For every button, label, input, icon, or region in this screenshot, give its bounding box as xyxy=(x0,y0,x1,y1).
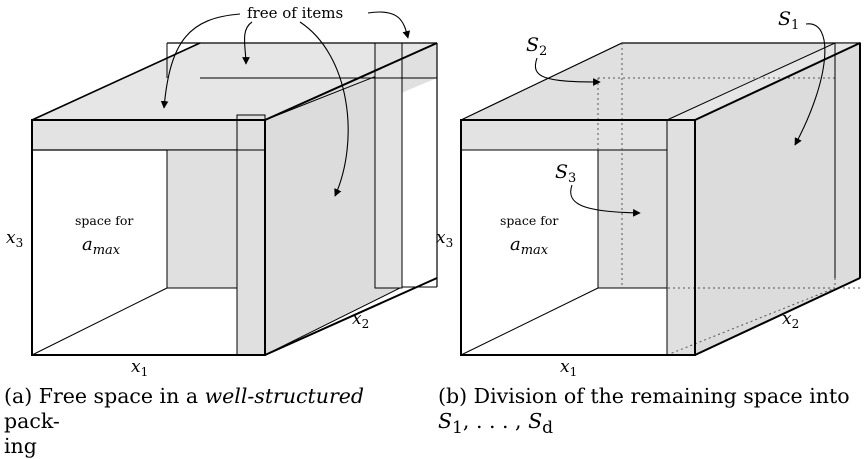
S2-symbol: S xyxy=(526,34,539,56)
S2-subscript: 2 xyxy=(539,44,547,59)
a-max-label-b: amax xyxy=(510,234,549,258)
caption-b-Sd: S xyxy=(528,409,543,433)
panel-a-diagram: free of items space for amax x3 x1 x2 xyxy=(6,4,438,379)
x3-subscript-b: 3 xyxy=(446,236,454,250)
space-for-label-b: space for xyxy=(500,213,558,228)
x3-subscript: 3 xyxy=(16,236,24,250)
caption-b-tag: (b) xyxy=(438,384,468,408)
caption-a-text-end: pack- xyxy=(4,409,60,433)
callout-arrow-4 xyxy=(367,11,411,39)
S1-label: S1 xyxy=(778,8,799,33)
x3-axis-label: x3 xyxy=(6,228,23,250)
figure: free of items space for amax x3 x1 x2 xyxy=(6,4,861,379)
x2-symbol-b: x xyxy=(782,309,792,329)
x1-symbol: x xyxy=(131,357,141,377)
x1-axis-label-b: x1 xyxy=(560,357,577,379)
x2-axis-label: x2 xyxy=(352,309,369,331)
S2-label: S2 xyxy=(526,34,547,59)
a-max-subscript: max xyxy=(93,243,121,258)
caption-b-text: Division of the remaining space into xyxy=(473,384,850,408)
S1-subscript: 1 xyxy=(791,18,799,33)
S1-symbol: S xyxy=(778,8,791,30)
a-max-subscript-b: max xyxy=(521,243,549,258)
top-slab-front-b xyxy=(460,119,668,151)
caption-a-emphasis: well-structured xyxy=(204,384,365,408)
S3-arrow xyxy=(570,184,641,217)
caption-b: (b) Division of the remaining space into… xyxy=(438,384,858,441)
S3-symbol: S xyxy=(555,161,568,183)
space-for-label: space for xyxy=(75,213,133,228)
side-free-slab-left xyxy=(236,114,266,356)
x2-subscript: 2 xyxy=(362,317,370,331)
caption-a: (a) Free space in a well-structured pack… xyxy=(4,384,424,459)
caption-b-S1: S xyxy=(438,409,453,433)
bottom-right-edge xyxy=(264,277,438,356)
back-region-S3 xyxy=(597,149,668,289)
side-strip-a xyxy=(374,42,403,289)
panel-b-diagram: S1 S2 S3 space for amax x3 x1 x2 xyxy=(436,8,861,379)
S1-arrow xyxy=(794,23,826,146)
top-left-edge xyxy=(31,42,201,121)
x1-symbol-b: x xyxy=(560,357,570,377)
a-max-symbol-b: a xyxy=(510,234,521,255)
caption-b-S1-sub: 1 xyxy=(452,418,463,439)
x1-subscript: 1 xyxy=(141,365,149,379)
top-right-edge xyxy=(264,42,438,121)
bottom-right-edge-b xyxy=(694,277,861,356)
x3-symbol: x xyxy=(6,228,16,248)
callout-arrow-2 xyxy=(242,21,253,65)
caption-a-text: Free space in a xyxy=(38,384,199,408)
a-max-symbol: a xyxy=(82,234,93,255)
caption-a-tag: (a) xyxy=(4,384,33,408)
top-right-edge-b xyxy=(694,42,861,121)
callout-arrow-1 xyxy=(160,13,241,109)
x2-symbol: x xyxy=(352,309,362,329)
x1-subscript-b: 1 xyxy=(570,365,578,379)
caption-b-Sd-sub: d xyxy=(542,418,554,439)
x2-axis-label-b: x2 xyxy=(782,309,799,331)
caption-b-ellipsis: , . . . , xyxy=(462,409,529,433)
callout-arrow-3 xyxy=(299,21,349,197)
caption-a-line2: ing xyxy=(4,434,37,458)
x2-subscript-b: 2 xyxy=(792,317,800,331)
S3-label: S3 xyxy=(555,161,576,186)
x3-axis-label-b: x3 xyxy=(436,228,453,250)
side-slab-front xyxy=(666,119,696,356)
top-slab-front xyxy=(31,119,266,151)
S2-arrow xyxy=(535,57,601,86)
x3-symbol-b: x xyxy=(436,228,446,248)
floor-diagonal xyxy=(31,287,168,356)
S3-subscript: 3 xyxy=(568,171,576,186)
a-max-label: amax xyxy=(82,234,121,258)
back-wall-free xyxy=(166,149,238,289)
floor-diagonal-b xyxy=(460,287,599,356)
callout-label: free of items xyxy=(247,4,343,22)
x1-axis-label: x1 xyxy=(131,357,148,379)
